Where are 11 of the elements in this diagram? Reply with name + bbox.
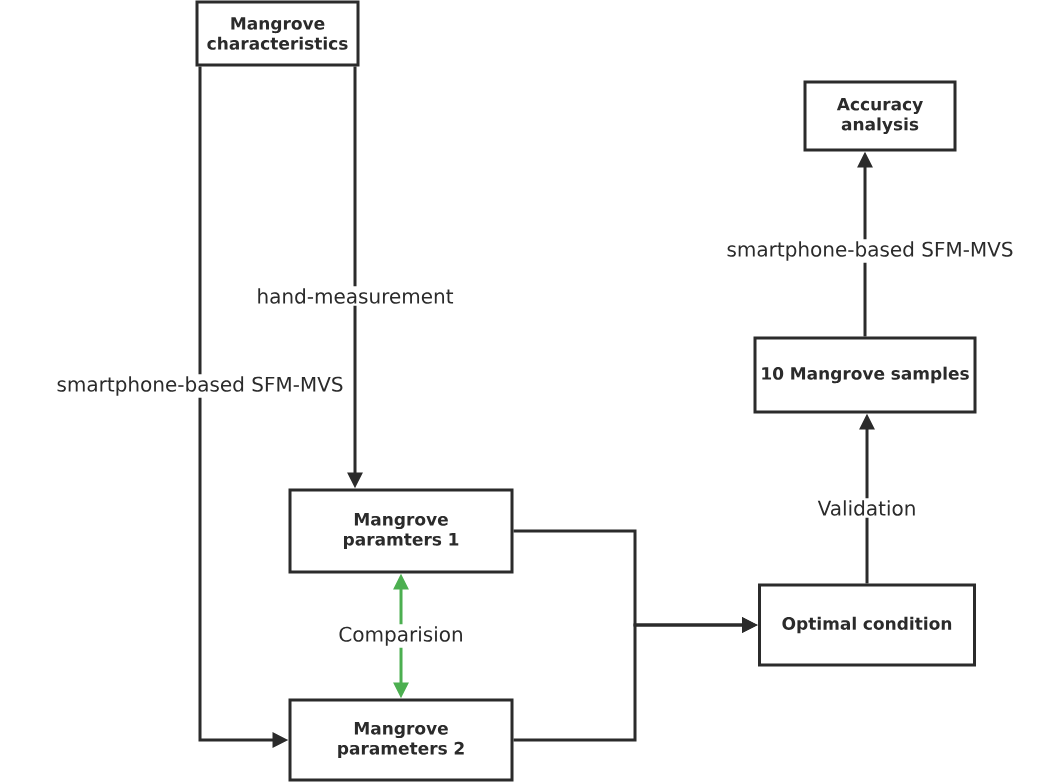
process-box: Mangrove characteristics bbox=[195, 0, 360, 67]
process-box: Optimal condition bbox=[758, 583, 976, 667]
edge-label: smartphone-based SFM-MVS bbox=[54, 374, 346, 398]
edge-label: smartphone-based SFM-MVS bbox=[724, 239, 1016, 263]
edge-label: hand-measurement bbox=[254, 286, 456, 306]
process-box: Accuracy analysis bbox=[803, 80, 957, 152]
edge-label: Validation bbox=[815, 498, 919, 518]
edge-label: Comparision bbox=[336, 624, 466, 648]
process-box: 10 Mangrove samples bbox=[753, 336, 977, 414]
process-box: Mangrove parameters 2 bbox=[288, 698, 514, 782]
process-box: Mangrove paramters 1 bbox=[288, 488, 514, 574]
